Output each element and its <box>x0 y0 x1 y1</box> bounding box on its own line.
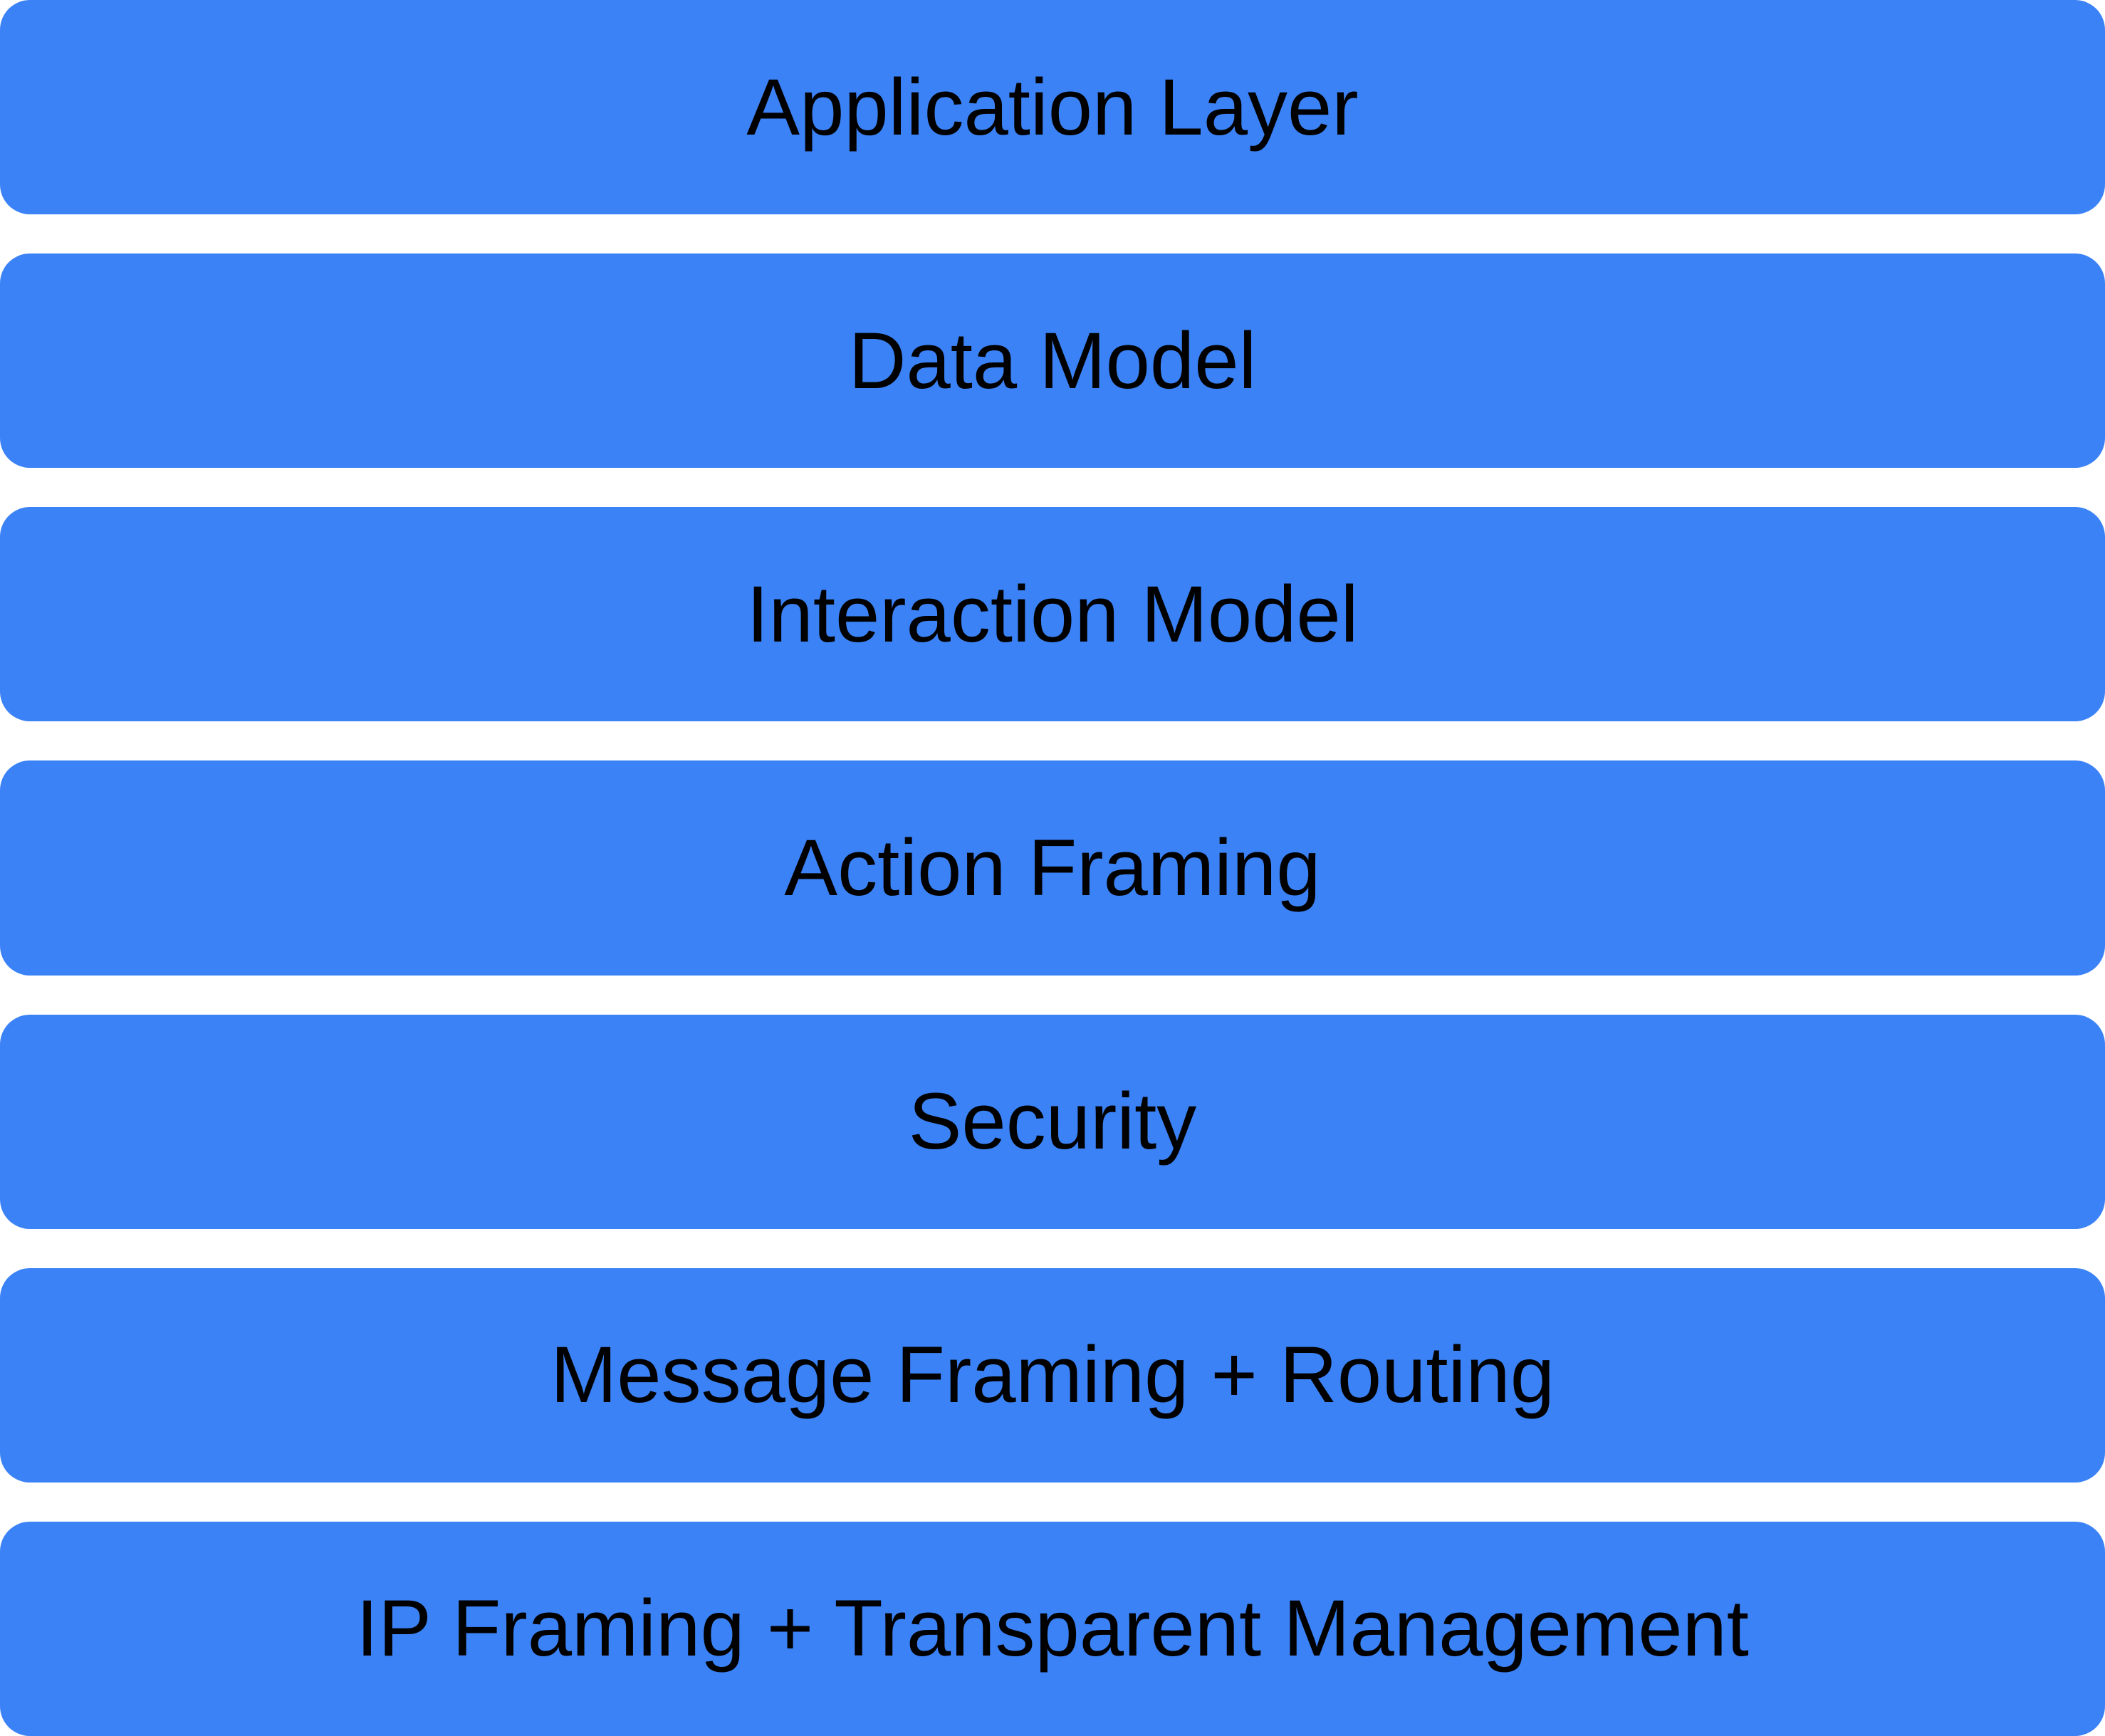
layer-data-model-label: Data Model <box>848 315 1257 405</box>
layer-action-framing-label: Action Framing <box>784 822 1321 912</box>
layer-ip-framing-transparent-management: IP Framing + Transparent Management <box>0 1521 2105 1736</box>
layer-security: Security <box>0 1014 2105 1229</box>
layer-application: Application Layer <box>0 0 2105 215</box>
layer-interaction-model-label: Interaction Model <box>746 569 1359 659</box>
layer-message-framing-routing: Message Framing + Routing <box>0 1267 2105 1483</box>
layer-action-framing: Action Framing <box>0 760 2105 976</box>
layer-data-model: Data Model <box>0 253 2105 469</box>
layer-ip-framing-transparent-management-label: IP Framing + Transparent Management <box>356 1584 1749 1673</box>
layer-security-label: Security <box>908 1077 1197 1166</box>
layer-message-framing-routing-label: Message Framing + Routing <box>550 1330 1555 1420</box>
layer-application-label: Application Layer <box>746 62 1359 152</box>
layer-interaction-model: Interaction Model <box>0 507 2105 722</box>
